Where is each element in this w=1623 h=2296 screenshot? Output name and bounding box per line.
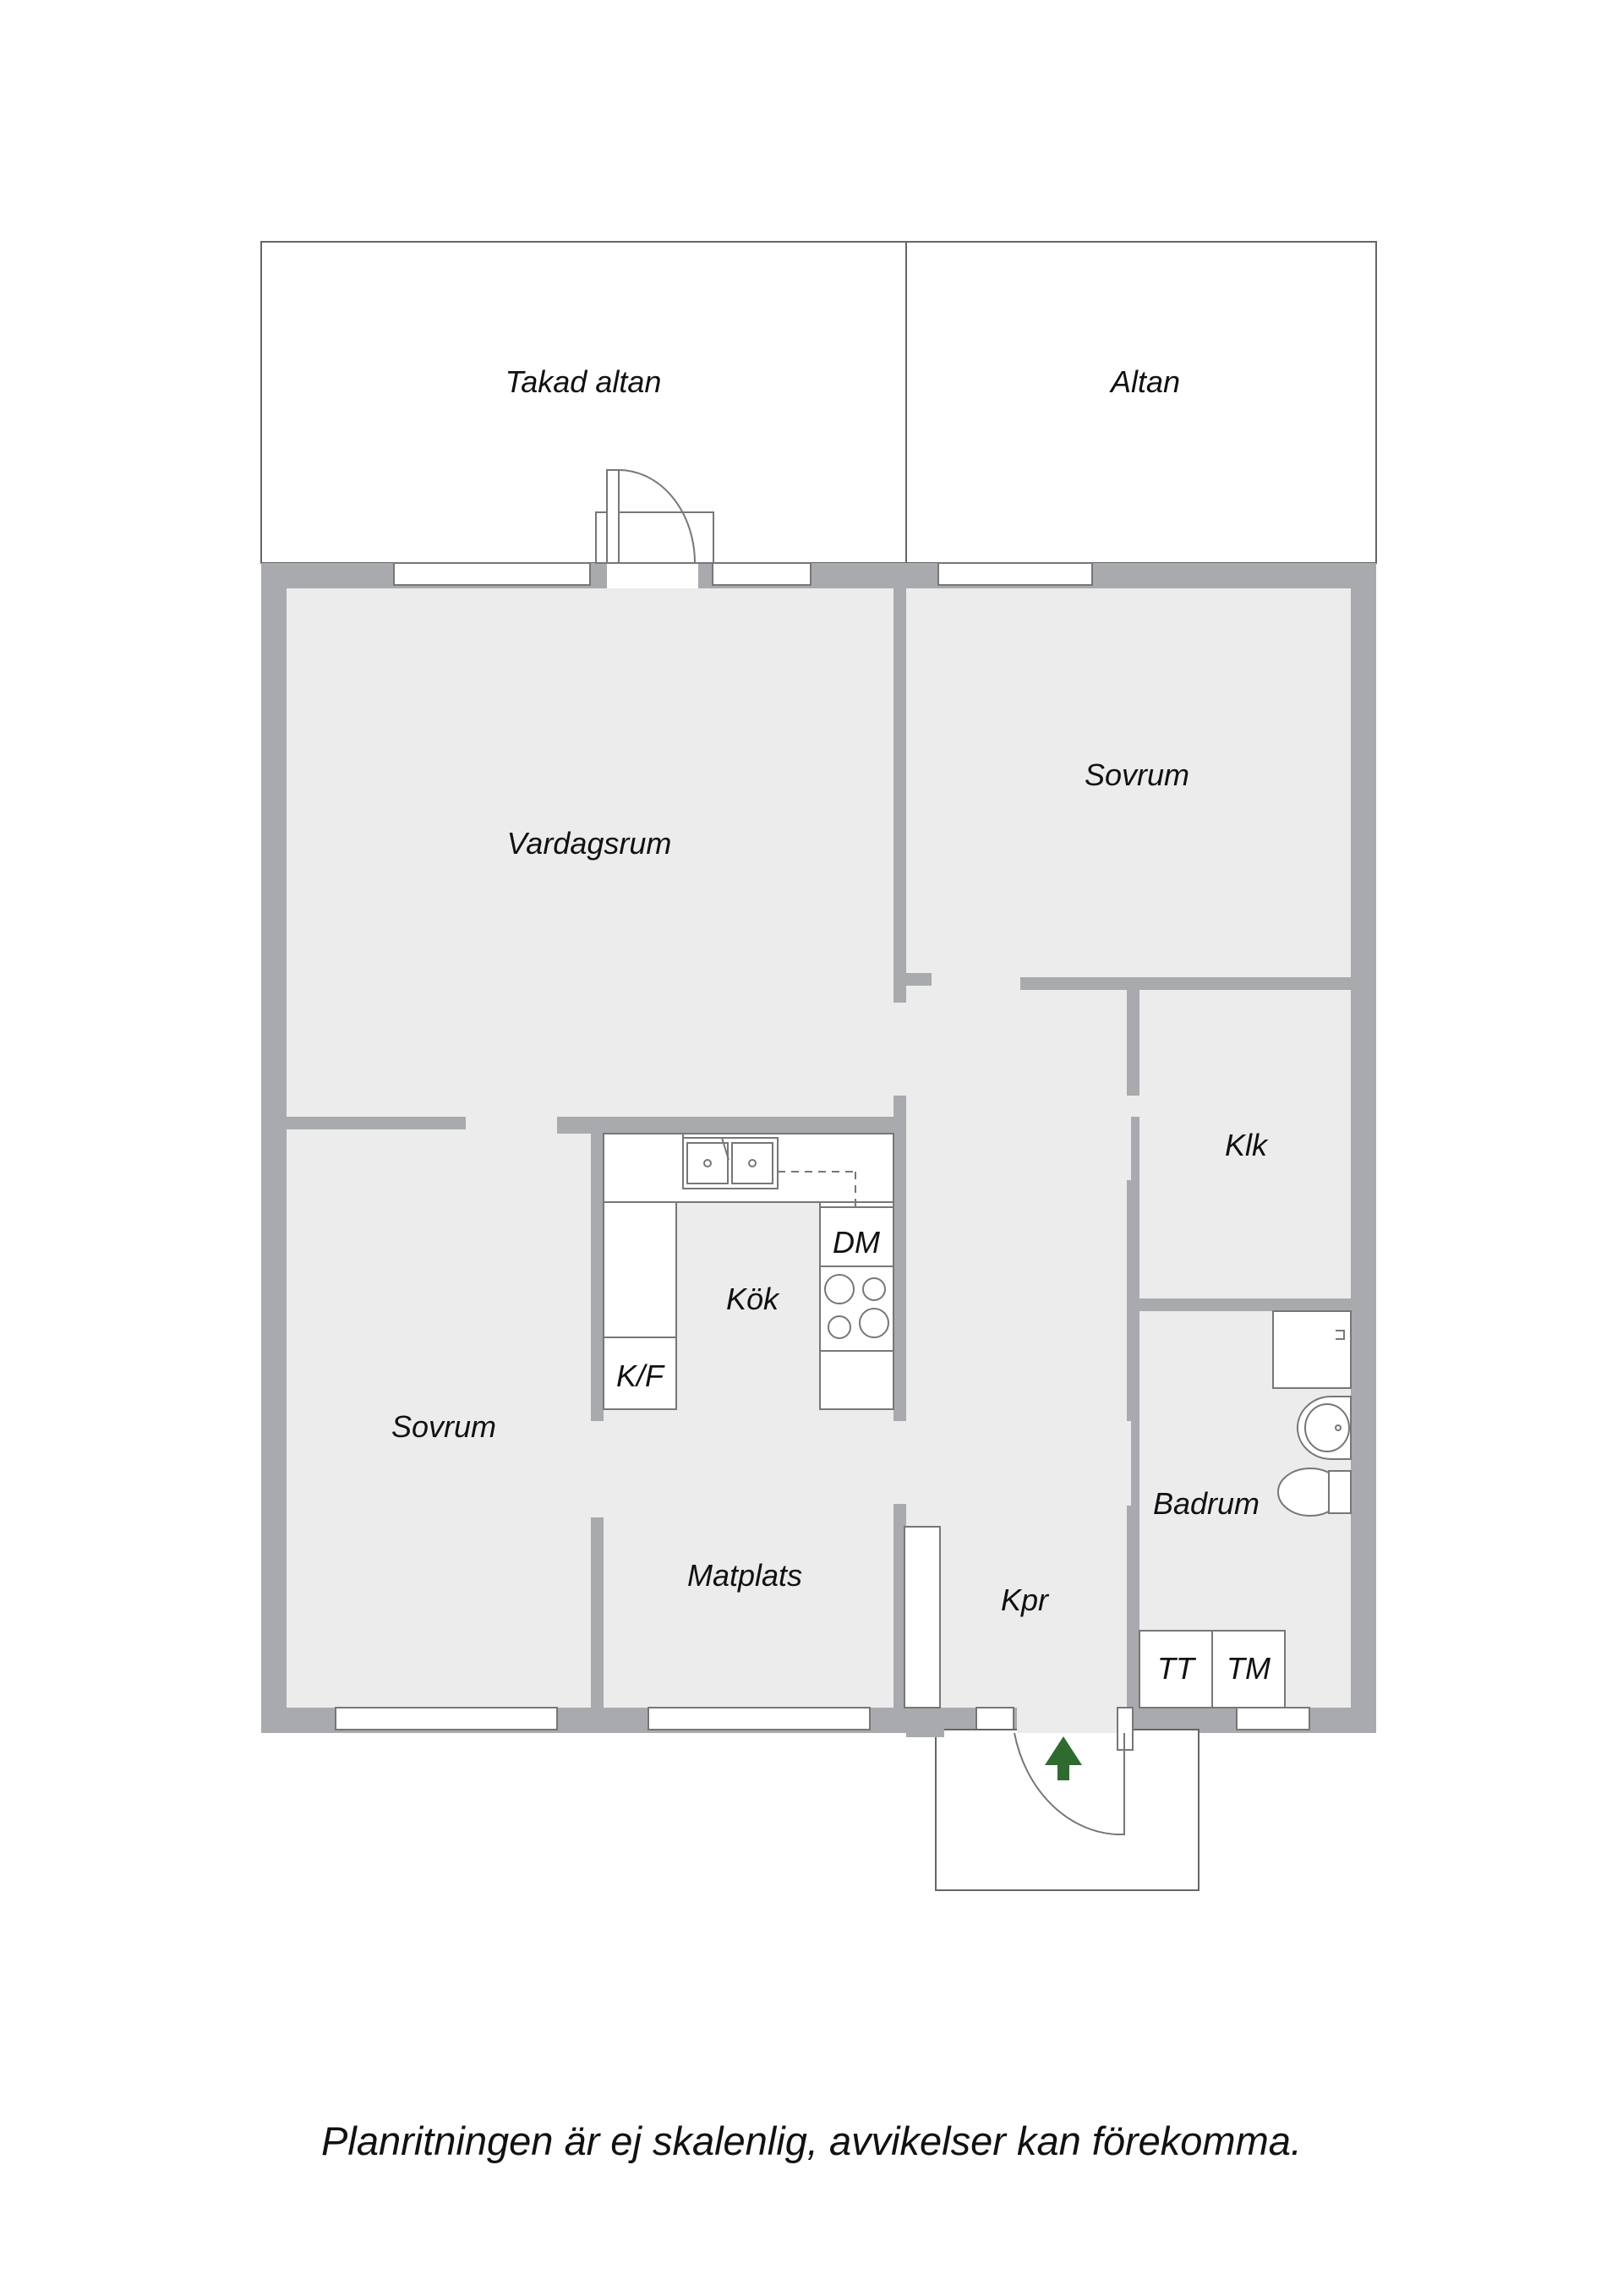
wall-kitchen-left [591,1129,604,1421]
room-label-badrum: Badrum [1153,1486,1260,1521]
window [975,1707,1014,1730]
fridge-freezer [603,1337,677,1410]
wall-matplats-right [893,1504,906,1708]
wall-kitchen-top [557,1117,906,1134]
wall-klk-bottom [1127,1298,1351,1311]
floor-sovrum-top [906,588,1351,977]
interior-walls [287,588,1351,1708]
balcony-covered [260,241,907,564]
floor-hall-center [906,1117,1131,1708]
floor-klk [1139,990,1351,1298]
disclaimer-text: Planritningen är ej skalenlig, avvikelse… [321,2118,1302,2163]
washbasin-bowl [1304,1403,1350,1452]
room-label-takad-altan: Takad altan [505,364,662,399]
wall-badrum-left-lower [1127,1506,1139,1708]
washing-machine [1211,1630,1286,1708]
room-label-kok: Kök [726,1282,780,1316]
kitchen-fixtures [603,1133,894,1410]
wardrobe [904,1526,941,1708]
kitchen-dashed-lines [682,1134,856,1207]
wall-klk-left-upper [1127,990,1139,1096]
room-label-kpr: Kpr [1001,1583,1050,1617]
window [335,1707,558,1730]
balcony-open [905,241,1377,564]
room-label-matplats: Matplats [687,1558,802,1593]
window [937,562,1093,586]
stove-burner [824,1274,855,1304]
balcony-door [595,469,714,588]
room-label-vardagsrum: Vardagsrum [507,826,672,861]
fixture-label-dm: DM [833,1225,880,1260]
fixture-label-kf: K/F [616,1358,665,1393]
toilet-tank [1328,1470,1352,1514]
room-label-klk: Klk [1225,1128,1269,1162]
fixture-label-tm: TM [1227,1651,1271,1686]
floor-sovrum-bottom [287,1129,591,1708]
wall-stub [893,973,932,986]
wall-klk-left-lower [1127,1180,1139,1298]
room-label-altan: Altan [1109,364,1180,399]
floor-vardagsrum [287,588,893,1117]
wall-sovrum-bottom [1020,977,1351,990]
wall-living-sovrum [287,1117,466,1129]
stove-burner [828,1315,851,1339]
wall-badrum-left-upper [1127,1311,1139,1421]
floor-matplats [604,1517,893,1708]
entrance-porch [906,1707,1199,1891]
stove-burner [859,1308,889,1338]
window [712,562,812,586]
floor-gap [591,1421,906,1517]
shower [1272,1310,1352,1389]
window [1236,1707,1310,1730]
sink-drain [703,1159,712,1167]
room-label-sovrum-top: Sovrum [1085,757,1189,792]
fixture-label-tt: TT [1157,1651,1197,1686]
bathroom-fixtures [1139,1310,1352,1708]
wall-kitchen-right [893,1096,906,1421]
stove-burner [862,1277,886,1301]
wall-living-right [893,588,906,1003]
window [648,1707,871,1730]
room-label-sovrum-bottom: Sovrum [391,1409,496,1444]
window [393,562,591,586]
entrance-arrow-icon [1045,1736,1082,1780]
sink-drain [748,1159,757,1167]
wall-matplats-left [591,1517,604,1708]
